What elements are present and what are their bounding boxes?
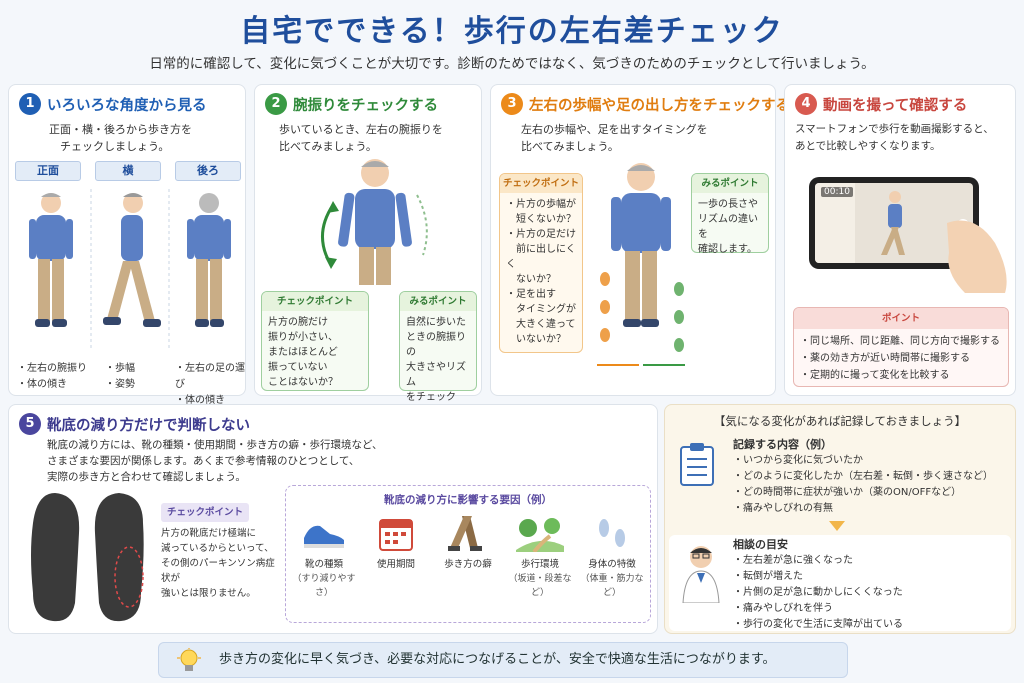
arm-swing-illustration	[321, 159, 428, 285]
section-number: 5	[19, 413, 41, 435]
section-desc: 正面・横・後ろから歩き方を チェックしましょう。	[49, 123, 192, 153]
down-arrow-icon	[829, 521, 845, 531]
footer-message: 歩き方の変化に早く気づき、必要な対応につなげることが、安全で快適な生活につながり…	[158, 642, 848, 678]
clipboard-icon	[680, 443, 714, 486]
view-label-side: 横	[95, 161, 161, 181]
factor-sub: （坂道・段差など）	[508, 574, 572, 598]
consult-guide-box: 相談の目安 ・左右差が急に強くなった ・転倒が増えた ・片側の足が急に動かしにく…	[669, 535, 1011, 631]
factor-walking-environment: 歩行環境 （坂道・段差など）	[504, 516, 576, 600]
record-content-items: ・いつから変化に気づいたか ・どのように変化したか（左右差・転倒・歩く速さなど）…	[733, 455, 993, 514]
sneaker-icon	[304, 525, 344, 548]
arm-see-point-box: みるポイント 自然に歩いた ときの腕振りの 大きさやリズム をチェック します。	[399, 291, 477, 418]
consult-guide-block: 相談の目安 ・左右差が急に強くなった ・転倒が増えた ・片側の足が急に動かしにく…	[733, 537, 903, 633]
factor-walking-habit: 歩き方の癖	[432, 516, 504, 572]
see-point-text: 自然に歩いた ときの腕振りの 大きさやリズム をチェック します。	[406, 317, 466, 418]
check-point-label: チェックポイント	[161, 503, 250, 522]
consult-guide-heading: 相談の目安	[733, 538, 788, 551]
section-title: 腕振りをチェックする	[293, 97, 438, 114]
calendar-icon	[379, 519, 413, 551]
section-number: 3	[501, 93, 523, 115]
factor-label: 歩き方の癖	[444, 559, 492, 570]
check-point-text: 片方の腕だけ 振りが小さい、 またはほとんど 振っていない ことはないか？	[268, 317, 338, 388]
section-5-shoe-sole: 5 靴底の減り方だけで判断しない 靴底の減り方には、靴の種類・使用期間・歩き方の…	[8, 404, 658, 634]
walker-three-views-illustration	[29, 189, 231, 349]
point-text: ・同じ場所、同じ距離、同じ方向で撮影する ・薬の効き方が近い時間帯に撮影する ・…	[800, 336, 1000, 381]
side-view-notes: ・歩幅 ・姿勢	[105, 363, 135, 390]
section-1-heading: 1 いろいろな角度から見る	[19, 93, 207, 115]
factor-label: 靴の種類	[304, 559, 343, 570]
page-subtitle: 日常的に確認して、変化に気づくことが大切です。診断のためではなく、気づきのための…	[149, 56, 875, 72]
stride-check-point-box: チェックポイント ・片方の歩幅が 短くないか？ ・片方の足だけ 前に出しにくく …	[499, 173, 583, 353]
section-3-heading: 3 左右の歩幅や足の出し方をチェックする	[501, 93, 790, 115]
walking-person-in-video	[881, 191, 905, 255]
park-path-icon	[516, 518, 564, 552]
section-2-heading: 2 腕振りをチェックする	[265, 93, 438, 115]
walking-legs-icon	[448, 516, 482, 551]
section-title: 左右の歩幅や足の出し方をチェックする	[529, 97, 790, 114]
section-4-heading: 4 動画を撮って確認する	[795, 93, 967, 115]
front-view-notes: ・左右の腕振り ・体の傾き	[17, 363, 87, 390]
view-label-back: 後ろ	[175, 161, 241, 181]
factors-title: 靴底の減り方に影響する要因（例）	[384, 494, 552, 506]
arm-check-point-box: チェックポイント 片方の腕だけ 振りが小さい、 またはほとんど 振っていない こ…	[261, 291, 369, 391]
record-changes-panel: 【気になる変化があれば記録しておきましょう】 記録する内容（例） ・いつから変化…	[664, 404, 1016, 634]
section-number: 2	[265, 93, 287, 115]
factor-label: 身体の特徴	[588, 559, 636, 570]
check-point-text: ・片方の歩幅が 短くないか？ ・片方の足だけ 前に出しにくく ないか？ ・足を出…	[506, 199, 576, 345]
stride-see-point-box: みるポイント 一歩の長さや リズムの違いを 確認します。	[691, 173, 769, 255]
section-title: いろいろな角度から見る	[47, 97, 207, 114]
back-view-notes: ・左右の足の運び ・体の傾き	[175, 363, 245, 406]
footer-text: 歩き方の変化に早く気づき、必要な対応につなげることが、安全で快適な生活につながり…	[219, 652, 776, 667]
video-point-box: ポイント ・同じ場所、同じ距離、同じ方向で撮影する ・薬の効き方が近い時間帯に撮…	[793, 307, 1009, 387]
factor-shoe-type: 靴の種類 （すり減りやすさ）	[288, 516, 360, 600]
section-2-arm-swing: 2 腕振りをチェックする 歩いているとき、左右の腕振りを 比べてみましょう。 チ…	[254, 84, 482, 418]
record-panel-title: 【気になる変化があれば記録しておきましょう】	[713, 414, 967, 428]
factor-sub: （体重・筋力など）	[580, 574, 644, 598]
hand-icon	[947, 220, 1007, 293]
section-desc: スマートフォンで歩行を動画撮影すると、 あとで比較しやすくなります。	[795, 123, 994, 152]
check-point-label: チェックポイント	[500, 174, 582, 193]
factor-label: 使用期間	[376, 559, 415, 570]
shoe-check-point-box: チェックポイント 片方の靴底だけ極端に 減っているからといって、 その側のパーキ…	[155, 503, 281, 599]
video-timer: 00:10	[821, 187, 853, 197]
stride-walker-illustration	[597, 163, 685, 366]
factor-body-features: 身体の特徴 （体重・筋力など）	[576, 516, 648, 600]
factor-usage-period: 使用期間	[360, 516, 432, 572]
section-title: 靴底の減り方だけで判断しない	[47, 417, 250, 434]
factor-sub: （すり減りやすさ）	[292, 574, 356, 598]
factor-label: 歩行環境	[520, 559, 559, 570]
section-number: 1	[19, 93, 41, 115]
lightbulb-icon	[177, 648, 201, 671]
view-label-front: 正面	[15, 161, 81, 181]
record-content-heading: 記録する内容（例）	[733, 438, 832, 451]
page-title: 自宅でできる！歩行の左右差チェック	[240, 14, 784, 49]
section-number: 4	[795, 93, 817, 115]
check-point-text: 片方の靴底だけ極端に 減っているからといって、 その側のパーキンソン病症状が 強…	[161, 528, 275, 599]
section-3-stride: 3 左右の歩幅や足の出し方をチェックする 左右の歩幅や、足を出すタイミングを 比…	[490, 84, 790, 396]
doctor-icon	[682, 546, 720, 603]
section-title: 動画を撮って確認する	[823, 97, 968, 114]
consult-guide-items: ・左右差が急に強くなった ・転倒が増えた ・片側の足が急に動かしにくくなった ・…	[733, 555, 903, 630]
section-1-angles: 1 いろいろな角度から見る 正面・横・後ろから歩き方を チェックしましょう。 正…	[8, 84, 246, 406]
video-screen: 00:10	[815, 183, 973, 263]
section-4-video: 4 動画を撮って確認する スマートフォンで歩行を動画撮影すると、 あとで比較しや…	[784, 84, 1016, 396]
shoe-soles-illustration	[31, 493, 144, 622]
record-content-block: 記録する内容（例） ・いつから変化に気づいたか ・どのように変化したか（左右差・…	[733, 437, 993, 517]
footprints-icon	[599, 519, 625, 547]
section-5-heading: 5 靴底の減り方だけで判断しない	[19, 413, 250, 435]
see-point-label: みるポイント	[400, 292, 476, 311]
section-desc: 靴底の減り方には、靴の種類・使用期間・歩き方の癖・歩行環境など、 さまざまな要因…	[47, 439, 383, 483]
section-desc: 左右の歩幅や、足を出すタイミングを 比べてみましょう。	[521, 123, 708, 153]
sole-wear-factors-panel: 靴底の減り方に影響する要因（例） 靴の種類 （すり減りやすさ） 使用期間 歩き方…	[285, 485, 651, 623]
point-label: ポイント	[794, 308, 1008, 329]
check-point-label: チェックポイント	[262, 292, 368, 311]
section-desc: 歩いているとき、左右の腕振りを 比べてみましょう。	[279, 123, 443, 153]
see-point-label: みるポイント	[692, 174, 768, 193]
see-point-text: 一歩の長さや リズムの違いを 確認します。	[698, 199, 758, 255]
